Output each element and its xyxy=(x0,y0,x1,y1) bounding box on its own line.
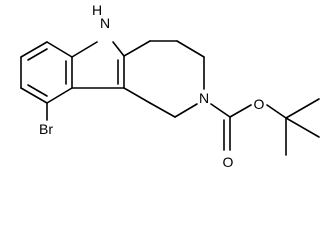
bond-ctert-me2 xyxy=(285,117,320,138)
bond-c3-c2 xyxy=(176,40,205,58)
bond-benz-inner-2 xyxy=(27,84,48,97)
bond-benz-bottom-left xyxy=(20,87,48,104)
bond-c7a-n1 xyxy=(71,41,98,58)
bond-oester-ctert xyxy=(266,104,287,119)
molecule-diagram: H N N O O Br xyxy=(20,2,320,170)
bond-c9a-ring xyxy=(123,87,151,104)
bond-carbonyl-c-oester xyxy=(229,104,252,118)
bond-n-c1 xyxy=(174,103,198,118)
atom-label-o-ester: O xyxy=(254,96,265,112)
bond-benz-bottom-right xyxy=(46,87,73,104)
bond-ctert-me1 xyxy=(285,98,320,119)
atom-label-o-carbonyl: O xyxy=(223,154,234,170)
atom-label-h: H xyxy=(92,2,102,18)
bond-c1-c9a xyxy=(149,102,176,118)
atom-label-n-indole: N xyxy=(100,15,110,31)
bond-benz-inner-1 xyxy=(27,48,48,61)
atom-label-n-ring: N xyxy=(199,90,209,106)
bond-n-carbonyl-c xyxy=(210,103,231,118)
bond-n1-c9b xyxy=(112,41,125,57)
bond-benz-top-left xyxy=(20,41,48,58)
atom-label-br: Br xyxy=(39,121,53,137)
bond-benz-top xyxy=(46,41,73,58)
bond-c9b-c4 xyxy=(123,40,151,57)
